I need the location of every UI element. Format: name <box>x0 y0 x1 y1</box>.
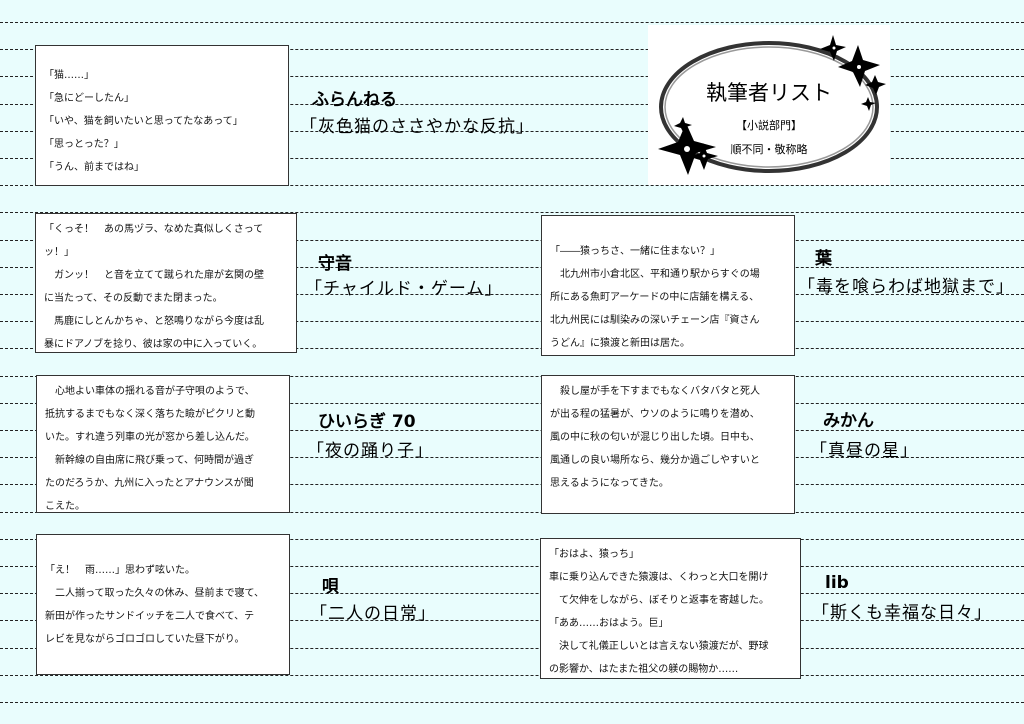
dashed-rule <box>0 76 1024 78</box>
work-title: 「夜の踊り子」 <box>307 441 433 461</box>
excerpt-line: 抵抗するまでもなく深く落ちた瞼がピクリと動 <box>45 409 255 420</box>
author-name: 守音 <box>318 254 352 274</box>
excerpt-line: 「思っとった？」 <box>44 139 124 150</box>
excerpt-line: 「くっそ！ あの馬ヅラ、なめた真似しくさって <box>44 224 264 235</box>
author-name: ふらんねる <box>312 90 397 110</box>
excerpt-line: 「ああ……おはよう。巨」 <box>549 618 669 629</box>
dashed-rule <box>0 212 1024 214</box>
excerpt-line: 新田が作ったサンドイッチを二人で食べて、テ <box>45 611 255 622</box>
excerpt-line: 殺し屋が手を下すまでもなくバタバタと死人 <box>550 386 760 397</box>
excerpt-line: 新幹線の自由席に飛び乗って、何時間が過ぎ <box>45 455 254 466</box>
dashed-rule <box>0 348 1024 350</box>
header-card: 執筆者リスト 【小説部門】 順不同・敬称略 <box>648 25 890 185</box>
excerpt-line: 二人揃って取った久々の休み、昼前まで寝て、 <box>45 588 264 599</box>
excerpt-line: たのだろうか、九州に入ったとアナウンスが聞 <box>45 478 254 489</box>
author-name: 葉 <box>815 249 832 269</box>
excerpt-line: うどん』に猿渡と新田は居た。 <box>550 338 690 349</box>
excerpt-line: こえた。 <box>45 501 85 512</box>
excerpt-line: 馬鹿にしとんかちゃ、と怒鳴りながら今度は乱 <box>44 316 264 327</box>
work-title: 「チャイルド・ゲーム」 <box>305 279 503 299</box>
work-title: 「斯くも幸福な日々」 <box>812 603 992 623</box>
excerpt-line: 車に乗り込んできた猿渡は、くわっと大口を開け <box>549 572 769 583</box>
dashed-rule <box>0 375 1024 377</box>
excerpt-line: 「え！ 雨……」思わず呟いた。 <box>45 565 195 576</box>
dashed-rule <box>0 266 1024 268</box>
dashed-rule <box>0 321 1024 323</box>
dashed-rule <box>0 647 1024 649</box>
excerpt-line: 「おはよ、猿っち」 <box>549 549 639 560</box>
work-title: 「真昼の星」 <box>810 441 918 461</box>
excerpt-line: 「――猿っちさ、一緒に住まない？」 <box>550 246 720 257</box>
dashed-rule <box>0 538 1024 540</box>
excerpt-line: 風通しの良い場所なら、幾分か過ごしやすいと <box>550 455 760 466</box>
dashed-rule <box>0 239 1024 241</box>
order-note: 順不同・敬称略 <box>730 143 808 156</box>
excerpt-line: て欠伸をしながら、ぼそりと返事を寄越した。 <box>549 595 769 606</box>
ellipse-frame-icon <box>658 35 886 175</box>
excerpt-line: が出る程の猛暑が、ウソのように鳴りを潜め、 <box>550 409 760 420</box>
work-title: 「毒を喰らわば地獄まで」 <box>798 277 1014 297</box>
excerpt-line: 「いや、猫を飼いたいと思ってたなあって」 <box>44 116 243 127</box>
dashed-rule <box>0 566 1024 567</box>
excerpt-box: 「猫……」「急にどーしたん」「いや、猫を飼いたいと思ってたなあって」「思っとった… <box>35 45 289 186</box>
excerpt-line: 「急にどーしたん」 <box>44 93 134 104</box>
excerpt-box: 殺し屋が手を下すまでもなくバタバタと死人が出る程の猛暑が、ウソのように鳴りを潜め… <box>541 375 795 514</box>
dashed-rule <box>0 430 1024 431</box>
dashed-rule <box>0 22 1024 23</box>
work-title: 「灰色猫のささやかな反抗」 <box>300 117 534 137</box>
excerpt-line: レビを見ながらゴロゴロしていた昼下がり。 <box>45 634 245 645</box>
excerpt-line: 北九州民には馴染みの深いチェーン店『資さん <box>550 315 760 326</box>
dashed-rule <box>0 130 1024 132</box>
excerpt-line: 所にある魚町アーケードの中に店舗を構える、 <box>550 292 760 303</box>
excerpt-line: の影響か、はたまた祖父の躾の賜物か…… <box>549 664 739 675</box>
category-label: 【小説部門】 <box>736 119 802 132</box>
excerpt-line: 「うん、前まではね」 <box>44 162 144 173</box>
author-name: みかん <box>823 411 874 431</box>
dashed-rule <box>0 294 1024 295</box>
excerpt-line: 暴にドアノブを捻り、彼は家の中に入っていく。 <box>44 339 263 350</box>
author-name: 唄 <box>322 577 339 597</box>
dashed-rule <box>0 484 1024 486</box>
excerpt-line: いた。すれ違う列車の光が窓から差し込んだ。 <box>45 432 255 443</box>
author-name: ひいらぎ 70 <box>318 412 416 432</box>
dashed-rule <box>0 593 1024 595</box>
excerpt-box: 「え！ 雨……」思わず呟いた。 二人揃って取った久々の休み、昼前まで寝て、新田が… <box>36 534 290 675</box>
dashed-rule <box>0 702 1024 703</box>
dashed-rule <box>0 674 1024 676</box>
dashed-rule <box>0 511 1024 513</box>
excerpt-line: に当たって、その反動でまた閉まった。 <box>44 293 223 304</box>
page-title: 執筆者リスト <box>706 81 832 105</box>
dashed-rule <box>0 457 1024 459</box>
dashed-rule <box>0 158 1024 159</box>
excerpt-box: 「――猿っちさ、一緒に住まない？」 北九州市小倉北区、平和通り駅からすぐの場所に… <box>541 215 795 356</box>
excerpt-line: ッ！」 <box>44 247 74 258</box>
excerpt-box: 「おはよ、猿っち」車に乗り込んできた猿渡は、くわっと大口を開け て欠伸をしながら… <box>540 538 801 679</box>
excerpt-box: 心地よい車体の揺れる音が子守唄のようで、抵抗するまでもなく深く落ちた瞼がピクリと… <box>36 375 290 513</box>
excerpt-box: 「くっそ！ あの馬ヅラ、なめた真似しくさってッ！」 ガンッ！ と音を立てて蹴られ… <box>35 213 297 353</box>
excerpt-line: 風の中に秋の匂いが混じり出した頃。日中も、 <box>550 432 760 443</box>
dashed-rule <box>0 185 1024 187</box>
dashed-rule <box>0 103 1024 105</box>
excerpt-line: 「猫……」 <box>44 70 94 81</box>
author-name: lib <box>825 573 849 593</box>
excerpt-line: ガンッ！ と音を立てて蹴られた扉が玄関の壁 <box>44 270 264 281</box>
excerpt-line: 心地よい車体の揺れる音が子守唄のようで、 <box>45 386 255 397</box>
dashed-rule <box>0 620 1024 622</box>
excerpt-line: 決して礼儀正しいとは言えない猿渡だが、野球 <box>549 641 769 652</box>
excerpt-line: 北九州市小倉北区、平和通り駅からすぐの場 <box>550 269 760 280</box>
work-title: 「二人の日常」 <box>310 604 436 624</box>
dashed-rule <box>0 49 1024 51</box>
excerpt-line: 思えるようになってきた。 <box>550 478 669 489</box>
dashed-rule <box>0 402 1024 404</box>
